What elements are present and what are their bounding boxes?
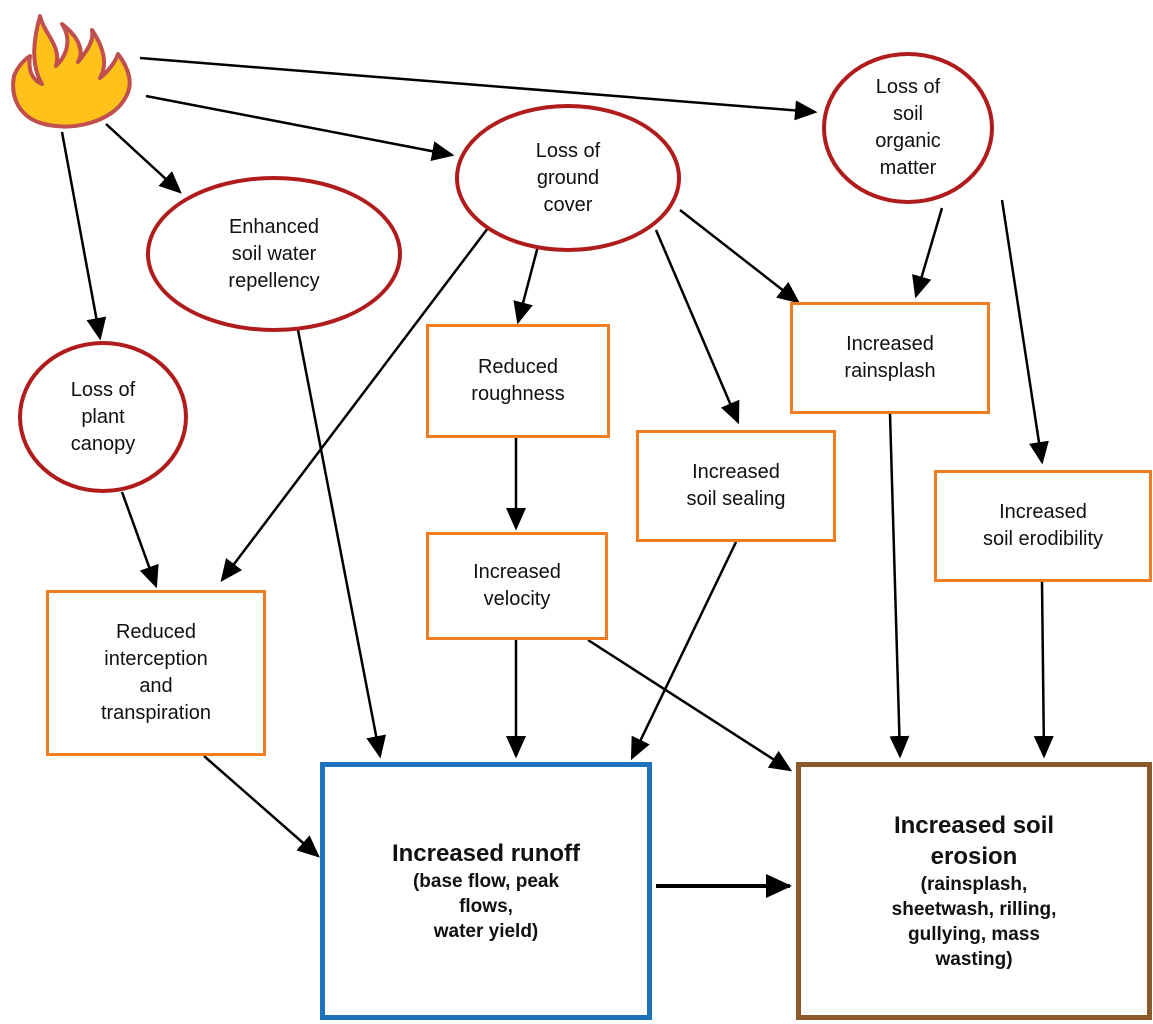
node-increased-soil-erosion: Increased soil erosion (rainsplash, shee… xyxy=(796,762,1152,1020)
node-text-line: canopy xyxy=(70,432,136,455)
arrow-ground-cover-to-rainsplash xyxy=(679,209,800,304)
arrow-ground-cover-to-interception xyxy=(220,227,489,582)
arrow-fire-to-ground-cover xyxy=(145,94,455,162)
arrow-organic-matter-to-rainsplash xyxy=(912,207,944,299)
node-text-line: Increased xyxy=(999,501,1087,523)
runoff-subtitle-line: (base flow, peak xyxy=(412,871,560,892)
arrow-ground-cover-to-sealing xyxy=(654,229,740,425)
node-text-line: organic xyxy=(875,130,941,152)
node-text-line: Increased xyxy=(692,461,780,483)
node-text-line: cover xyxy=(543,193,593,216)
node-text-line: velocity xyxy=(483,588,551,610)
fire-icon xyxy=(11,14,132,129)
arrow-canopy-to-interception xyxy=(120,491,159,589)
node-reduced-roughness: Reduced roughness xyxy=(426,324,610,438)
node-text-line: Loss of xyxy=(875,76,941,98)
node-text-line: matter xyxy=(879,157,937,179)
erosion-title-line: erosion xyxy=(930,843,1018,870)
erosion-title-line: Increased soil xyxy=(893,812,1055,839)
erosion-subtitle-line: sheetwash, rilling, xyxy=(891,899,1057,920)
arrow-rainsplash-to-erosion xyxy=(888,413,910,759)
arrow-erodibility-to-erosion xyxy=(1033,581,1054,759)
node-text-line: roughness xyxy=(471,383,565,405)
node-reduced-interception-and-transpiration: Reduced interception and transpiration xyxy=(46,590,266,756)
erosion-subtitle-line: (rainsplash, xyxy=(920,874,1028,895)
node-text-line: repellency xyxy=(228,269,320,292)
node-text-line: soil xyxy=(892,103,923,125)
runoff-subtitle-line: flows, xyxy=(459,896,513,917)
runoff-title: Increased runoff xyxy=(391,840,581,867)
node-text-line: Enhanced xyxy=(228,215,320,238)
node-text-line: Increased xyxy=(473,561,561,583)
arrow-repellency-to-runoff xyxy=(296,329,387,759)
arrow-interception-to-runoff xyxy=(203,755,320,858)
node-text-line: ground xyxy=(536,166,600,189)
node-enhanced-soil-water-repellency: Enhanced soil water repellency xyxy=(146,176,402,332)
node-text-line: plant xyxy=(81,405,125,428)
node-loss-of-soil-organic-matter: Loss of soil organic matter xyxy=(822,52,994,204)
node-text-line: Increased xyxy=(846,333,934,355)
node-text-line: and xyxy=(139,675,173,697)
arrow-ground-cover-to-roughness xyxy=(513,245,540,325)
arrow-fire-to-repellency xyxy=(105,123,182,194)
node-text-line: soil erodibility xyxy=(982,528,1104,550)
node-text-line: Reduced xyxy=(115,621,197,643)
arrow-fire-to-plant-canopy xyxy=(60,131,107,341)
arrow-fire-to-organic-matter xyxy=(139,56,818,121)
node-text-line: rainsplash xyxy=(844,360,936,382)
node-increased-runoff: Increased runoff (base flow, peak flows,… xyxy=(320,762,652,1020)
node-text-line: Loss of xyxy=(535,139,601,162)
node-increased-rainsplash: Increased rainsplash xyxy=(790,302,990,414)
node-text-line: Reduced xyxy=(477,356,559,378)
node-increased-soil-erodibility: Increased soil erodibility xyxy=(934,470,1152,582)
node-text-line: soil water xyxy=(231,242,317,265)
node-loss-of-ground-cover: Loss of ground cover xyxy=(455,104,681,252)
arrow-sealing-to-runoff xyxy=(630,541,738,761)
node-loss-of-plant-canopy: Loss of plant canopy xyxy=(18,341,188,493)
node-text-line: interception xyxy=(104,648,208,670)
node-text-line: transpiration xyxy=(100,702,212,724)
erosion-subtitle-line: wasting) xyxy=(935,949,1013,970)
erosion-subtitle-line: gullying, mass xyxy=(908,924,1040,945)
node-text-line: soil sealing xyxy=(686,488,786,510)
runoff-subtitle-line: water yield) xyxy=(433,921,539,942)
node-text-line: Loss of xyxy=(70,378,136,401)
arrow-organic-matter-to-erodibility xyxy=(1000,199,1049,465)
node-increased-velocity: Increased velocity xyxy=(426,532,608,640)
node-increased-soil-sealing: Increased soil sealing xyxy=(636,430,836,542)
arrow-velocity-to-erosion xyxy=(587,638,793,772)
